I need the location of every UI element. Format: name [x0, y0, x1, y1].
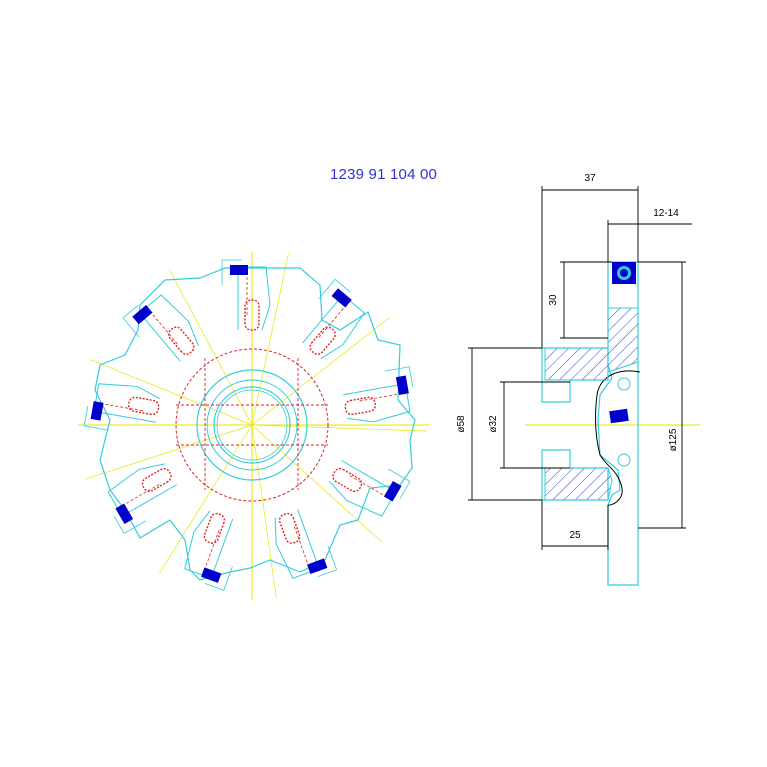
dim-37-label: 37	[584, 173, 596, 184]
pocket-outline	[144, 294, 200, 362]
pocket-outline	[184, 510, 234, 576]
clamp-screw-icon	[141, 467, 172, 493]
cutter-body-outline	[94, 267, 416, 581]
dim-12-14-label: 12-14	[653, 208, 679, 219]
insert-seat	[122, 304, 140, 338]
hub-inner-circle	[206, 379, 298, 471]
pocket-outline	[328, 459, 392, 517]
clamp-screw-icon	[278, 512, 301, 544]
hub-outer-circle	[196, 369, 308, 481]
screw-hidden-line	[359, 393, 399, 402]
clamp-screw-icon	[127, 396, 160, 416]
pocket-outline	[95, 383, 161, 423]
section-hatching	[544, 307, 639, 501]
dim-30-label: 30	[548, 294, 559, 306]
clamp-screw-icon	[309, 326, 336, 355]
bore-chamfer-circle	[216, 389, 288, 461]
side-insert-mid	[609, 408, 629, 424]
pocket-outline	[301, 300, 365, 360]
dimension-lines	[468, 186, 692, 550]
radial-centerline	[251, 424, 427, 432]
insert-seat	[83, 406, 109, 431]
insert-pockets	[83, 259, 414, 591]
insert-pocket	[83, 383, 161, 431]
radial-centerlines	[85, 253, 427, 599]
cutting-insert	[90, 401, 104, 421]
insert-seat	[221, 259, 242, 285]
insert-seat	[204, 566, 233, 591]
insert-seat	[318, 278, 351, 299]
pocket-outline	[107, 463, 177, 513]
dim-dia125-label: ø125	[668, 428, 679, 451]
front-centerlines	[78, 252, 430, 600]
dim-25-label: 25	[569, 530, 581, 541]
insert-pocket	[221, 259, 271, 331]
dim-dia32-label: ø32	[488, 415, 499, 433]
radial-centerline	[85, 424, 253, 480]
side-view: 37 12-14 30 ø58 ø32 ø125 25	[456, 173, 700, 586]
pocket-outline	[274, 509, 318, 579]
radial-centerline	[251, 253, 289, 426]
screw-hidden-line	[124, 483, 160, 505]
insert-pocket	[107, 463, 177, 535]
clamp-screw-icon	[244, 299, 260, 331]
insert-pocket	[184, 510, 234, 591]
side-profile-curve	[595, 370, 641, 506]
front-view	[78, 252, 430, 600]
clamp-screw-icon	[168, 326, 195, 355]
cutting-insert	[395, 375, 409, 396]
cutting-insert	[230, 265, 248, 275]
insert-seat	[113, 515, 146, 535]
cutting-insert	[383, 480, 402, 502]
pocket-outline	[343, 384, 411, 423]
radial-centerline	[251, 424, 277, 599]
radial-centerline	[251, 424, 383, 543]
radial-centerline	[251, 316, 391, 426]
screw-hidden-line	[293, 526, 309, 565]
dim-dia58-label: ø58	[456, 415, 467, 433]
clamp-screw-icon	[203, 512, 226, 544]
insert-pocket	[343, 366, 414, 423]
cutting-insert	[115, 503, 134, 525]
cutting-insert	[331, 288, 352, 308]
pocket-outline	[237, 266, 271, 331]
insert-pocket	[328, 459, 411, 517]
clamp-screw-icon	[332, 467, 363, 493]
insert-pocket	[301, 278, 365, 360]
hidden-circle	[175, 348, 329, 502]
clamp-screw-icon	[344, 396, 377, 416]
insert-seat	[384, 366, 414, 387]
side-inserts	[609, 262, 636, 467]
radial-centerline	[169, 270, 253, 426]
radial-centerline	[158, 424, 253, 574]
cutting-insert	[132, 305, 153, 325]
screw-hidden-line	[151, 313, 178, 345]
insert-pocket	[122, 294, 200, 362]
screw-hidden-line	[349, 475, 385, 497]
radial-centerline	[89, 359, 253, 426]
screw-hidden-line	[318, 306, 345, 338]
insert-seat	[317, 546, 338, 578]
insert-seat	[388, 468, 411, 500]
cutting-insert	[307, 558, 328, 574]
hub-hidden-lines	[176, 358, 328, 490]
screw-hidden-line	[103, 403, 143, 412]
side-screw-upper-icon	[617, 377, 631, 391]
part-number: 1239 91 104 00	[330, 166, 438, 183]
side-screw-lower-icon	[617, 453, 631, 467]
bore-circle	[213, 386, 291, 464]
insert-pocket	[274, 509, 338, 579]
cutting-insert	[201, 567, 222, 583]
